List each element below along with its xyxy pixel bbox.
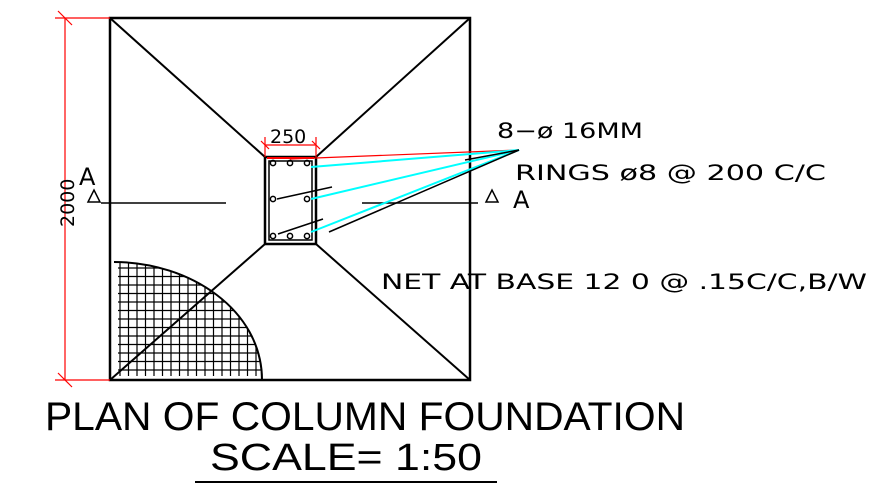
section-arrow-right <box>484 188 500 203</box>
rebar-dots <box>269 159 311 240</box>
overall-dimension <box>55 10 110 388</box>
main-bars-note: 8−ø 16MM <box>497 119 643 143</box>
column-dimension-label: 250 <box>270 126 306 148</box>
drawing-title: PLAN OF COLUMN FOUNDATION <box>45 395 685 439</box>
base-net-note: NET AT BASE 12 0 @ .15C/C,B/W <box>381 270 867 294</box>
drawing-scale: SCALE= 1:50 <box>210 437 482 479</box>
section-label-left: A <box>79 163 96 191</box>
footing-outline <box>108 16 472 382</box>
rings-note: RINGS ø8 @ 200 C/C <box>515 161 826 185</box>
column-dimension <box>260 137 321 157</box>
section-label-right: A <box>513 186 530 214</box>
base-mesh <box>113 261 263 381</box>
overall-dimension-label: 2000 <box>57 179 79 227</box>
column-section <box>263 155 333 246</box>
section-arrow-left <box>86 188 102 203</box>
slope-lines <box>109 17 471 381</box>
leader-lines <box>289 149 520 233</box>
